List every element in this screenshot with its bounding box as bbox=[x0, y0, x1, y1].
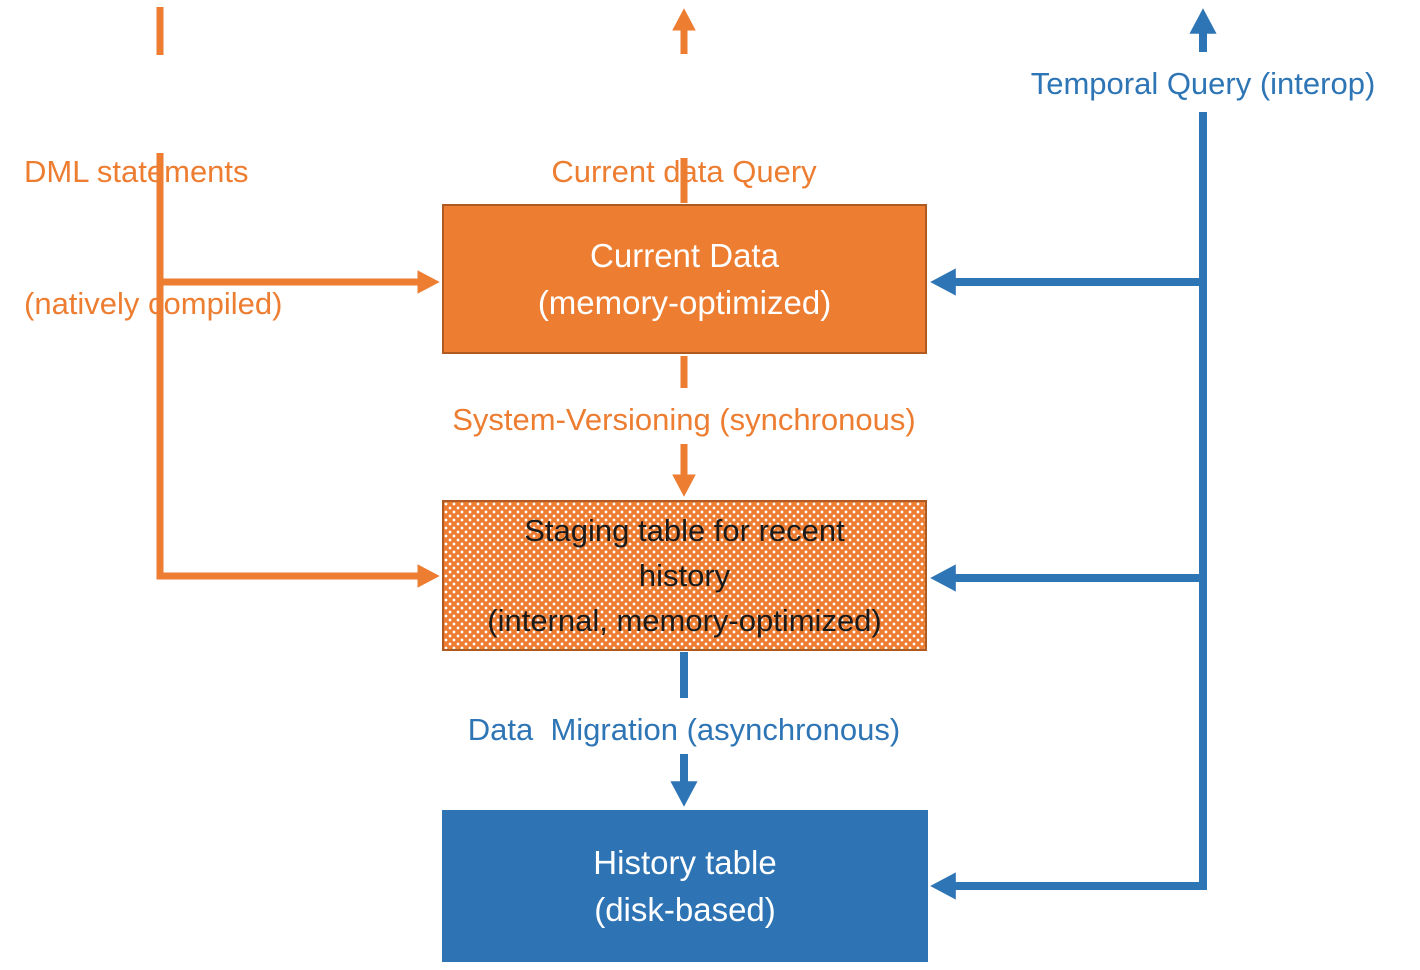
system-versioning-label: System-Versioning (synchronous) bbox=[452, 402, 916, 437]
temporal-query-label: Temporal Query (interop) bbox=[1030, 66, 1376, 101]
history-table-box-title: History table bbox=[593, 844, 777, 881]
history-table-box: History table (disk-based) bbox=[442, 810, 928, 962]
history-table-box-subtitle: (disk-based) bbox=[594, 891, 776, 928]
staging-table-box: Staging table for recent history (intern… bbox=[442, 500, 927, 651]
dml-statements-label: DML statements (natively compiled) bbox=[24, 62, 282, 414]
current-data-box-title: Current Data bbox=[590, 237, 779, 274]
dml-statements-label-line2: (natively compiled) bbox=[24, 286, 283, 321]
staging-table-box-line1: Staging table for recent bbox=[524, 513, 845, 548]
staging-table-box-line2: history bbox=[638, 558, 731, 593]
dml-statements-label-line1: DML statements bbox=[24, 154, 249, 189]
staging-table-box-line3: (internal, memory-optimized) bbox=[487, 603, 882, 638]
current-data-query-label-line1: Current data Query bbox=[551, 154, 817, 189]
current-data-box: Current Data (memory-optimized) bbox=[442, 204, 927, 354]
data-migration-label: Data Migration (asynchronous) bbox=[467, 712, 901, 747]
temporal-query-line-to-history-elbow bbox=[930, 112, 1207, 900]
current-data-box-subtitle: (memory-optimized) bbox=[537, 284, 832, 321]
dml-line-to-staging-elbow bbox=[156, 153, 440, 588]
